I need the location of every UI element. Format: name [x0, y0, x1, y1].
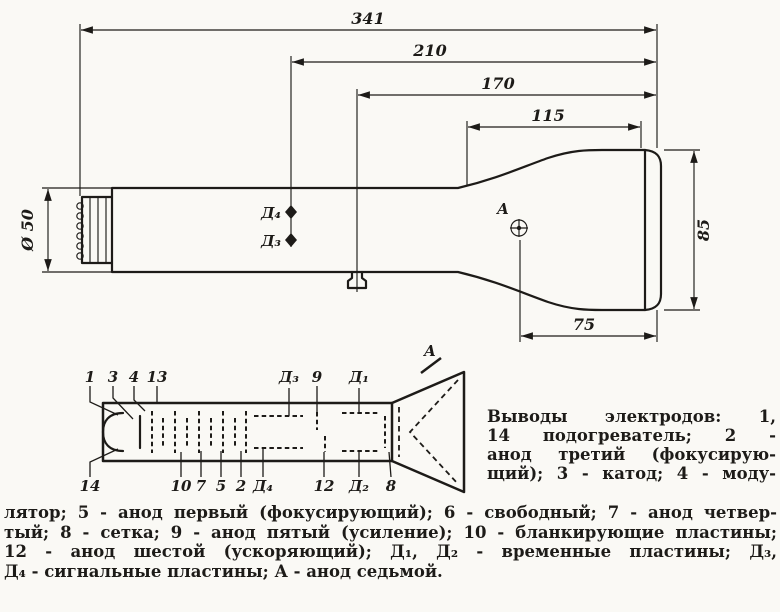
caption-line: Д₄ - сигнальные пластины; А - анод седьм…: [4, 561, 443, 581]
caption-line: 14 подогреватель; 2 -: [487, 426, 776, 445]
caption-line: тый; 8 - сетка; 9 - анод пятый (усиление…: [4, 522, 777, 542]
pin-4-label: 4: [129, 368, 139, 386]
caption-line: лятор; 5 - анод первый (фокусирующий); 6…: [4, 503, 777, 522]
dim-85-label: 85: [694, 219, 713, 242]
anode-a-tick: [420, 357, 442, 374]
caption-line: анод третий (фокусирую-: [487, 445, 776, 464]
pin-7-label: 7: [196, 477, 207, 495]
pin-d2-label: Д₂: [348, 477, 369, 495]
deflection-plates: [254, 412, 379, 452]
top-lead-lines: [89, 386, 360, 420]
dim-75-label: 75: [573, 315, 595, 334]
tube-outline: [110, 148, 663, 312]
caption-line: щий); 3 - катод; 4 - моду-: [487, 464, 776, 483]
pinout-anode-a-label: А: [423, 342, 436, 360]
dim-115-label: 115: [531, 106, 564, 125]
envelope-box: [101, 401, 394, 463]
extension-lines: [42, 24, 700, 342]
pin-d3-label: Д₃: [278, 368, 299, 386]
tube-base-ridges: [89, 197, 107, 263]
pin-d4-label: Д₄: [252, 477, 273, 495]
pin-2-label: 2: [235, 477, 246, 495]
pinout-schematic: А 1 3 4 13 Д₃ 9 Д₁ 14 10 7 5 2 Д₄: [80, 342, 466, 495]
pin-9-label: 9: [312, 368, 323, 386]
pin-14-label: 14: [80, 477, 101, 495]
d3-marker: [285, 233, 297, 247]
pin-3-label: 3: [108, 368, 118, 386]
exhaust-nub: [346, 270, 368, 290]
pin-d1-label: Д₁: [348, 368, 369, 386]
pin-5-label: 5: [216, 477, 226, 495]
caption-bottom-block: лятор; 5 - анод первый (фокусирующий); 6…: [4, 503, 777, 581]
dim-170-label: 170: [481, 74, 514, 93]
tube-side-view: 341 210 170 115 75 Ø 50 85: [18, 9, 713, 342]
d3-label: Д₃: [260, 232, 281, 250]
caption-line: Выводы электродов: 1,: [487, 407, 776, 426]
caption-line: 12 - анод шестой (ускоряющий); Д₁, Д₂ - …: [4, 542, 777, 561]
electrode-stack: [151, 411, 386, 453]
anode-a-label: А: [496, 200, 509, 218]
funnel-screen-dashed: [408, 379, 459, 485]
d4-label: Д₄: [260, 204, 281, 222]
funnel-outline: [391, 370, 466, 494]
pin-13-label: 13: [147, 368, 168, 386]
pin-1-label: 1: [85, 368, 95, 386]
heater-symbol: [101, 411, 125, 453]
pin-10-label: 10: [171, 477, 192, 495]
anode-contact-marker: [510, 219, 528, 237]
tube-base: [80, 195, 114, 265]
dim-diameter-label: Ø 50: [18, 209, 37, 252]
pin-8-label: 8: [386, 477, 397, 495]
d4-marker: [285, 205, 297, 219]
base-pins: [76, 202, 84, 260]
pin-12-label: 12: [314, 477, 335, 495]
dim-210-label: 210: [412, 41, 446, 60]
bottom-lead-lines: [89, 448, 392, 478]
caption-right-column: Выводы электродов: 1, 14 подогреватель; …: [487, 407, 776, 483]
dim-341-label: 341: [351, 9, 384, 28]
